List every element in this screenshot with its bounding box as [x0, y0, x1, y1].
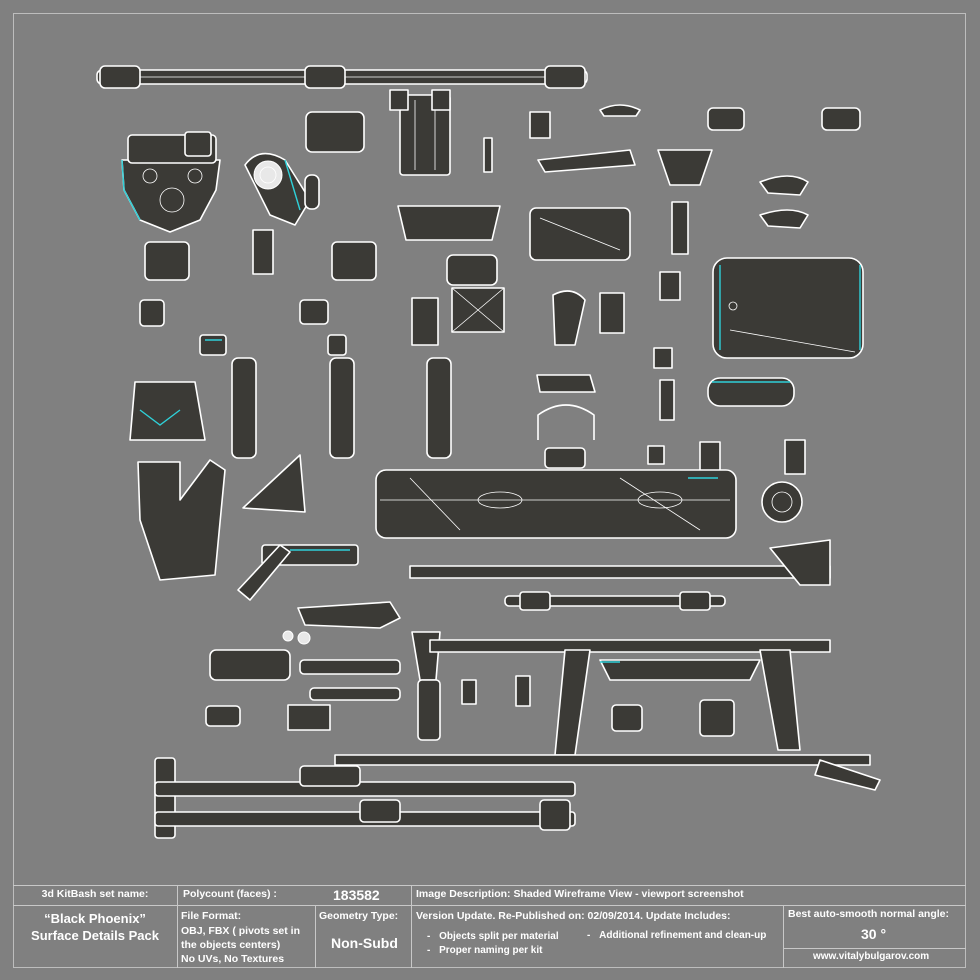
- update-item: Objects split per material: [427, 931, 559, 942]
- part-handle-box: [209, 649, 291, 681]
- part-slot-2: [309, 687, 401, 701]
- part-trough: [397, 205, 501, 241]
- part-grille: [287, 704, 331, 731]
- part-stand: [252, 229, 274, 275]
- part-capsule: [707, 377, 795, 407]
- part-knuckle-2: [699, 699, 735, 737]
- part-rod-short: [671, 201, 689, 255]
- part-clip-b: [821, 107, 861, 131]
- set-name-label: 3d KitBash set name:: [41, 888, 149, 900]
- part-tray: [536, 374, 596, 393]
- smooth-angle-label: Best auto-smooth normal angle:: [788, 908, 950, 920]
- part-gear: [761, 481, 803, 523]
- part-lens-a: [759, 175, 809, 196]
- file-format-line: the objects centers): [181, 939, 281, 951]
- geometry-type-value: Non-Subd: [331, 935, 398, 951]
- part-end-brace: [769, 539, 831, 586]
- part-wing: [129, 381, 206, 441]
- part-base-frame: [154, 757, 576, 839]
- smooth-angle-value: 30 °: [861, 926, 887, 942]
- part-mount: [544, 447, 586, 469]
- part-big-plate: [712, 257, 864, 359]
- part-upright-2: [784, 439, 806, 475]
- part-peg: [461, 679, 477, 705]
- part-rail-mid: [409, 565, 831, 579]
- part-peg-2: [515, 675, 531, 707]
- part-small-box: [529, 111, 551, 139]
- part-cube: [647, 445, 665, 465]
- part-tall-plate: [137, 459, 226, 581]
- part-clip-a: [707, 107, 745, 131]
- part-tab: [653, 347, 673, 369]
- part-knob-b: [299, 299, 329, 325]
- part-bar: [659, 379, 675, 421]
- part-lens-b: [759, 209, 809, 229]
- part-box-l: [144, 241, 190, 281]
- polycount-value: 183582: [333, 887, 380, 903]
- part-cap-2: [205, 705, 241, 727]
- part-frame: [429, 639, 831, 756]
- part-round-hub: [244, 152, 320, 226]
- file-format-label: File Format:: [181, 910, 242, 922]
- part-rod-long: [504, 595, 726, 607]
- part-slot: [299, 659, 401, 675]
- part-box-r: [331, 241, 377, 281]
- image-description: Image Description: Shaded Wireframe View…: [416, 888, 744, 900]
- part-fin: [814, 759, 881, 791]
- part-handle: [446, 254, 498, 286]
- part-fan-plate: [297, 601, 401, 629]
- file-format-line: No UVs, No Textures: [181, 953, 285, 965]
- part-plate-strip: [537, 149, 636, 173]
- part-arm-3: [426, 357, 452, 459]
- update-item: Additional refinement and clean-up: [587, 930, 766, 941]
- outer-frame: [13, 13, 966, 968]
- part-cap: [599, 104, 641, 117]
- part-arm-2: [327, 334, 355, 459]
- file-format-line: OBJ, FBX ( pivots set in: [181, 925, 301, 937]
- geometry-type-label: Geometry Type:: [319, 910, 399, 922]
- website-link[interactable]: www.vitalybulgarov.com: [813, 951, 930, 962]
- update-item: Proper naming per kit: [427, 945, 542, 956]
- viewport-wireframe: .p { fill:#3b3a36; stroke:#ffffff; strok…: [96, 65, 881, 839]
- set-name: “Black Phoenix” Surface Details Pack: [31, 911, 159, 943]
- polycount-label: Polycount (faces) :: [183, 888, 277, 900]
- info-panel: 3d KitBash set name: “Black Phoenix” Sur…: [13, 885, 966, 968]
- file-format-lines: OBJ, FBX ( pivots set in the objects cen…: [181, 924, 300, 966]
- part-wedge: [552, 290, 586, 346]
- part-strut: [237, 544, 291, 601]
- part-platform: [375, 469, 737, 539]
- part-triangle: [242, 454, 306, 513]
- part-knuckle: [611, 704, 643, 732]
- part-shield: [305, 111, 365, 153]
- part-knob-a: [139, 299, 165, 327]
- part-block: [599, 292, 625, 334]
- version-update: Version Update. Re-Published on: 02/09/2…: [416, 910, 731, 922]
- part-hub-bracket: [121, 131, 221, 233]
- part-arm-1: [199, 334, 257, 459]
- part-rail-low: [334, 754, 871, 766]
- part-latch: [411, 297, 439, 346]
- part-pin: [483, 137, 493, 173]
- part-arch: [537, 404, 595, 440]
- part-column-top: [389, 89, 451, 176]
- part-top-rail: [96, 65, 588, 89]
- part-hinge: [659, 271, 681, 301]
- part-v-bracket: [657, 149, 713, 186]
